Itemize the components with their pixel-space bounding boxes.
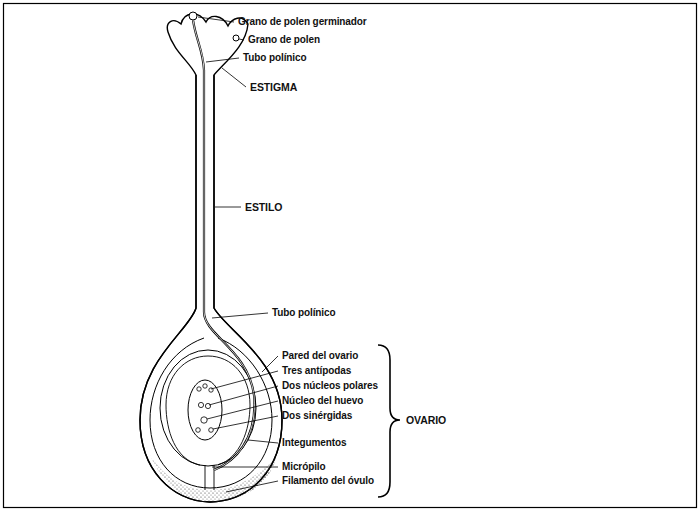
pollen-grain <box>189 12 197 20</box>
nuclei <box>196 384 214 433</box>
part-label: Dos sinérgidas <box>282 410 352 422</box>
part-label: ESTILO <box>245 201 282 213</box>
part-label: Micrópilo <box>282 461 326 473</box>
part-label: Tres antípodas <box>282 365 351 377</box>
pollen-grain <box>233 35 239 41</box>
integuments <box>166 356 250 465</box>
part-label: Grano de polen <box>248 34 320 46</box>
pollen-tube <box>193 20 254 470</box>
part-label: ESTIGMA <box>250 81 297 93</box>
part-label: Pared del ovario <box>282 350 358 362</box>
bracket <box>378 345 400 497</box>
part-label: Grano de polen germinador <box>238 16 367 28</box>
frame <box>4 4 697 508</box>
part-label: Filamento del óvulo <box>282 475 374 487</box>
part-label: Núcleo del huevo <box>282 395 363 407</box>
embryo-sac <box>188 380 222 440</box>
region-label: OVARIO <box>406 414 446 426</box>
part-label: Tubo polínico <box>272 307 336 319</box>
part-label: Tubo polínico <box>243 52 307 64</box>
funiculus <box>205 465 214 490</box>
part-label: Dos núcleos polares <box>282 380 378 392</box>
part-label: Integumentos <box>282 437 346 449</box>
